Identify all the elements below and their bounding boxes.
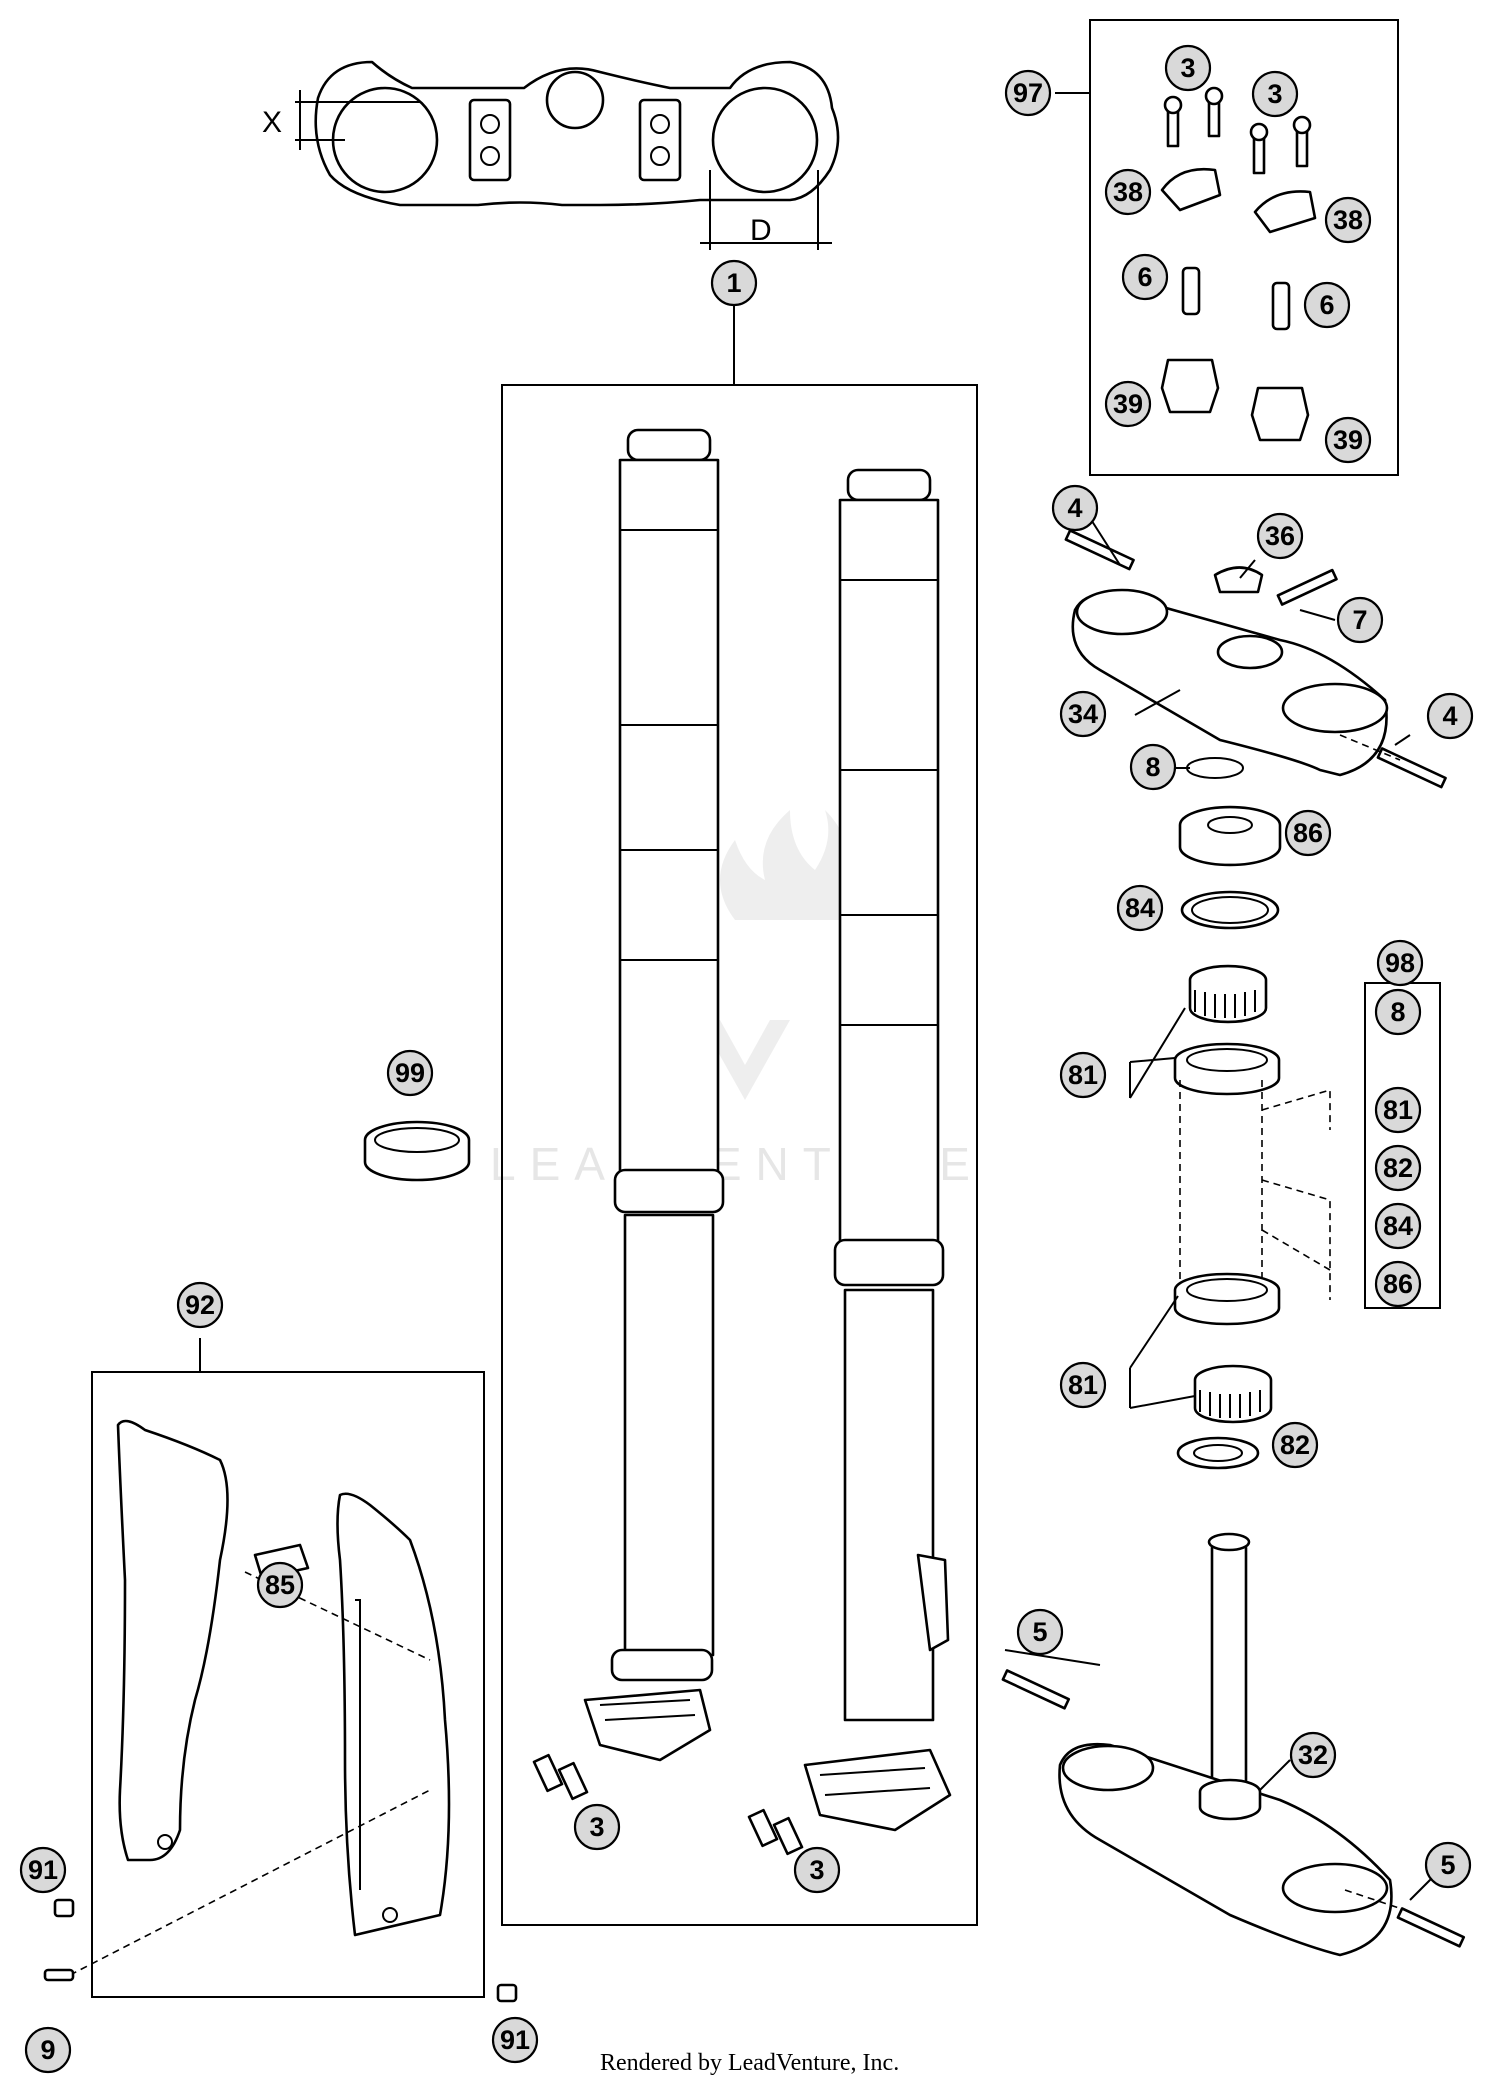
callout-3: 3: [1164, 44, 1212, 92]
svg-text:8: 8: [1145, 752, 1160, 782]
svg-text:5: 5: [1032, 1617, 1047, 1647]
leader-lines: [1004, 517, 1436, 1901]
svg-text:32: 32: [1298, 1740, 1328, 1770]
svg-text:3: 3: [589, 1812, 604, 1842]
svg-text:6: 6: [1137, 262, 1152, 292]
callout-98: 98: [1376, 939, 1424, 987]
svg-text:8: 8: [1390, 997, 1405, 1027]
fork-guard-screws: [43, 1898, 518, 2003]
svg-text:5: 5: [1440, 1850, 1455, 1880]
svg-text:82: 82: [1280, 1430, 1310, 1460]
svg-text:1: 1: [726, 268, 741, 298]
callout-38: 38: [1324, 196, 1372, 244]
dimension-d-label: D: [750, 214, 772, 247]
kit-97-frame: [1089, 19, 1399, 476]
svg-text:39: 39: [1113, 389, 1143, 419]
upper-triple-clamp: [1064, 529, 1447, 1096]
svg-text:97: 97: [1013, 78, 1043, 108]
callout-9: 9: [24, 2026, 72, 2074]
callout-38: 38: [1104, 168, 1152, 216]
callout-85: 85: [256, 1561, 304, 1609]
kit-98-item-82: 82: [1374, 1144, 1422, 1192]
kit-98-item-84: 84: [1374, 1202, 1422, 1250]
callout-84: 84: [1116, 884, 1164, 932]
handlebar-clamp-parts: [1160, 86, 1317, 442]
footer-credit: Rendered by LeadVenture, Inc.: [600, 2050, 899, 2076]
fork-guards: [116, 1419, 451, 1937]
callout-97: 97: [1004, 69, 1052, 117]
callout-34: 34: [1059, 690, 1107, 738]
callout-92: 92: [176, 1281, 224, 1329]
svg-text:3: 3: [809, 1855, 824, 1885]
svg-text:86: 86: [1383, 1269, 1413, 1299]
lower-triple-clamp: [1001, 1532, 1466, 1957]
svg-text:92: 92: [185, 1290, 215, 1320]
callout-81: 81: [1059, 1361, 1107, 1409]
callout-6: 6: [1121, 253, 1169, 301]
callout-4: 4: [1426, 692, 1474, 740]
svg-text:6: 6: [1319, 290, 1334, 320]
callout-4: 4: [1051, 484, 1099, 532]
triple-clamp-top-view: X D: [262, 60, 840, 250]
callout-39: 39: [1324, 416, 1372, 464]
axle-clamp-bolts: [532, 1753, 804, 1856]
callout-6: 6: [1303, 281, 1351, 329]
svg-text:81: 81: [1068, 1370, 1098, 1400]
kit-98-item-86: 86: [1374, 1260, 1422, 1308]
svg-text:84: 84: [1383, 1211, 1413, 1241]
svg-text:81: 81: [1383, 1095, 1413, 1125]
svg-text:3: 3: [1267, 79, 1282, 109]
callout-39: 39: [1104, 380, 1152, 428]
callout-36: 36: [1256, 512, 1304, 560]
svg-text:9: 9: [40, 2035, 55, 2065]
callout-5: 5: [1016, 1608, 1064, 1656]
right-fork-leg: [803, 468, 952, 1832]
svg-text:36: 36: [1265, 521, 1295, 551]
kit-98-item-81: 81: [1374, 1086, 1422, 1134]
svg-text:38: 38: [1113, 177, 1143, 207]
callout-3: 3: [793, 1846, 841, 1894]
fork-guard-frame: [91, 1371, 485, 1998]
svg-text:3: 3: [1180, 53, 1195, 83]
callout-91: 91: [491, 2016, 539, 2064]
svg-text:98: 98: [1385, 948, 1415, 978]
svg-text:81: 81: [1068, 1060, 1098, 1090]
svg-text:4: 4: [1067, 493, 1082, 523]
dimension-x-label: X: [262, 106, 282, 139]
callout-32: 32: [1289, 1731, 1337, 1779]
callout-91: 91: [19, 1846, 67, 1894]
svg-text:99: 99: [395, 1058, 425, 1088]
svg-text:38: 38: [1333, 205, 1363, 235]
svg-text:91: 91: [500, 2025, 530, 2055]
svg-text:4: 4: [1442, 701, 1457, 731]
svg-text:34: 34: [1068, 699, 1098, 729]
callout-7: 7: [1336, 596, 1384, 644]
svg-text:7: 7: [1352, 605, 1367, 635]
kit-98-item-8: 8: [1374, 988, 1422, 1036]
svg-text:91: 91: [28, 1855, 58, 1885]
svg-text:85: 85: [265, 1570, 295, 1600]
part-99-ring: [363, 1120, 471, 1182]
svg-text:82: 82: [1383, 1153, 1413, 1183]
left-fork-leg: [583, 428, 725, 1762]
callout-86: 86: [1284, 809, 1332, 857]
svg-text:39: 39: [1333, 425, 1363, 455]
callout-5: 5: [1424, 1841, 1472, 1889]
callout-99: 99: [386, 1049, 434, 1097]
callout-1: 1: [710, 259, 758, 307]
callout-3: 3: [573, 1803, 621, 1851]
svg-text:86: 86: [1293, 818, 1323, 848]
callout-82: 82: [1271, 1421, 1319, 1469]
callout-81: 81: [1059, 1051, 1107, 1099]
svg-text:84: 84: [1125, 893, 1155, 923]
fork-assembly-frame: [501, 384, 978, 1926]
lower-bearing-stack: [1173, 1272, 1281, 1470]
callout-3: 3: [1251, 70, 1299, 118]
callout-8: 8: [1129, 743, 1177, 791]
